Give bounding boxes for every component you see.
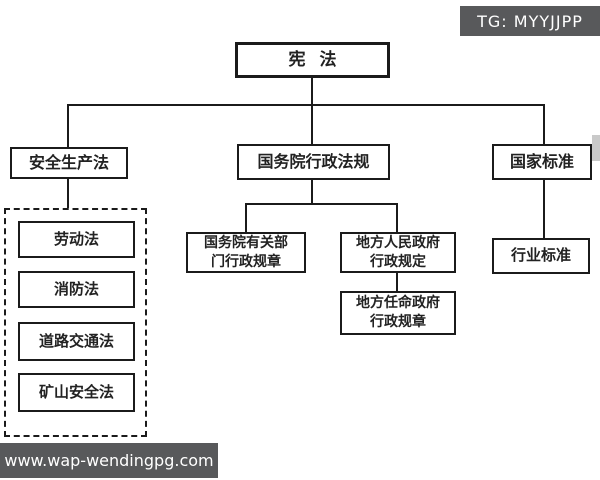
watermark-website-badge: www.wap-wendingpg.com — [0, 443, 218, 478]
node-road-traffic-law: 道路交通法 — [18, 322, 135, 361]
node-industry-standard: 行业标准 — [492, 238, 590, 274]
node-local-gov-provisions-line2: 行政规定 — [370, 253, 426, 270]
node-mine-safety-law: 矿山安全法 — [18, 373, 135, 412]
connector-level2-horizontal — [245, 203, 398, 205]
dashed-group-related-laws — [4, 208, 147, 437]
node-ministry-rules: 国务院有关部 门行政规章 — [186, 232, 306, 273]
connector-work-safety-to-group — [67, 179, 69, 208]
node-fire-protection-law: 消防法 — [18, 271, 135, 308]
connector-level1-horizontal — [67, 104, 545, 106]
connector-drop-national-standard — [543, 104, 545, 144]
watermark-telegram-badge: TG: MYYJJPP — [460, 6, 600, 36]
connector-drop-work-safety — [67, 104, 69, 147]
connector-root-down — [311, 78, 313, 106]
connector-drop-local-provisions — [396, 203, 398, 232]
node-work-safety-law: 安全生产法 — [10, 147, 128, 179]
connector-drop-state-council — [311, 104, 313, 144]
node-local-gov-rules: 地方任命政府 行政规章 — [340, 291, 456, 335]
edge-artifact — [592, 135, 600, 161]
node-ministry-rules-line1: 国务院有关部 — [204, 234, 288, 251]
node-local-gov-provisions: 地方人民政府 行政规定 — [340, 232, 456, 273]
node-local-gov-rules-line1: 地方任命政府 — [356, 295, 440, 312]
node-constitution: 宪法 — [235, 42, 390, 78]
connector-provisions-to-rules — [396, 273, 398, 291]
node-local-gov-rules-line2: 行政规章 — [370, 314, 426, 330]
node-local-gov-provisions-line1: 地方人民政府 — [356, 234, 440, 251]
node-labor-law: 劳动法 — [18, 221, 135, 258]
connector-standard-to-industry — [543, 180, 545, 238]
node-ministry-rules-line2: 门行政规章 — [211, 253, 281, 270]
connector-state-council-down — [311, 180, 313, 205]
node-state-council-regulations: 国务院行政法规 — [237, 144, 390, 180]
node-national-standard: 国家标准 — [492, 144, 592, 180]
connector-drop-ministry-rules — [245, 203, 247, 232]
